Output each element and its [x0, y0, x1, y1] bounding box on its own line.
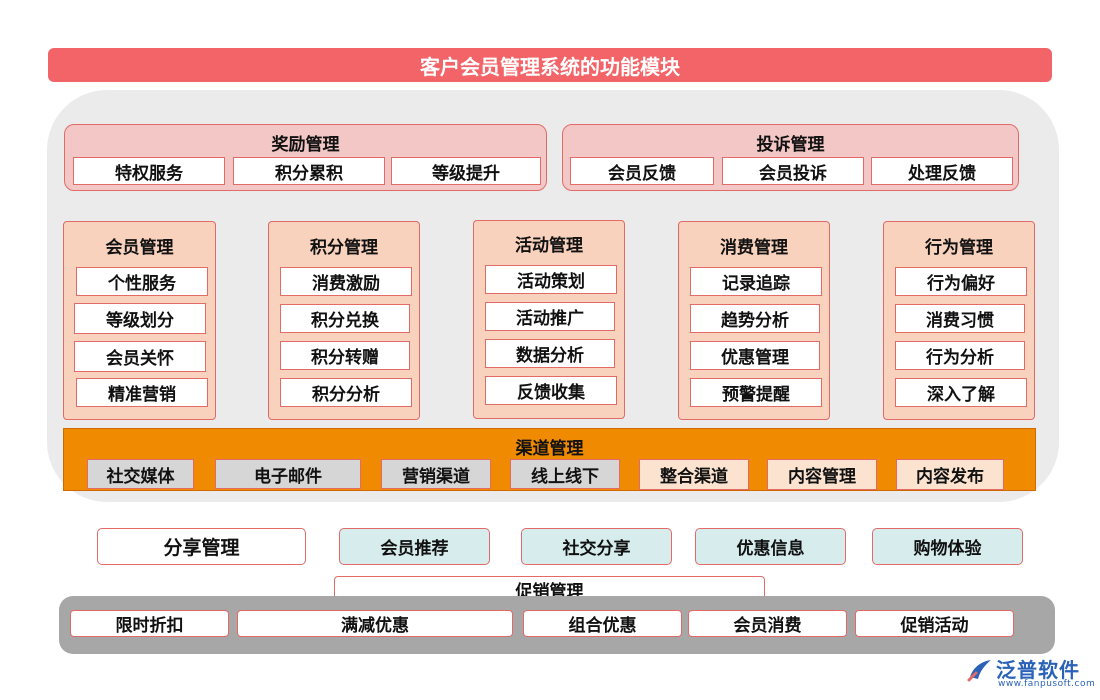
promotion-item: 组合优惠	[523, 610, 682, 637]
activity-module-item: 活动推广	[485, 302, 615, 331]
channel-title: 渠道管理	[515, 439, 584, 459]
page-title: 客户会员管理系统的功能模块	[48, 48, 1052, 82]
member-module-item: 精准营销	[76, 378, 208, 407]
points-module-item: 积分兑换	[280, 304, 410, 333]
activity-module-title: 活动管理	[515, 236, 583, 256]
behavior-module-item: 行为分析	[895, 341, 1025, 370]
points-module-item: 消费激励	[280, 267, 412, 296]
channel-item: 社交媒体	[87, 459, 194, 489]
activity-module-item: 数据分析	[485, 339, 615, 368]
channel-item: 内容发布	[896, 459, 1004, 490]
share-title: 分享管理	[97, 528, 306, 565]
brand-logo: 泛普软件 www.fanpusoft.com	[966, 653, 1096, 693]
reward-title: 奖励管理	[271, 135, 340, 155]
channel-item: 内容管理	[767, 459, 877, 490]
promotion-item: 会员消费	[688, 610, 847, 637]
share-item: 购物体验	[872, 528, 1023, 565]
consumption-module-item: 记录追踪	[690, 267, 822, 296]
channel-item: 电子邮件	[215, 459, 361, 489]
points-module-item: 积分转赠	[280, 341, 410, 370]
share-item: 会员推荐	[339, 528, 490, 565]
consumption-module-item: 预警提醒	[690, 378, 822, 407]
consumption-module-title: 消费管理	[720, 238, 788, 258]
behavior-module-item: 深入了解	[895, 378, 1027, 407]
channel-item: 营销渠道	[381, 459, 491, 489]
complaint-item: 会员反馈	[570, 157, 714, 185]
activity-module-item: 活动策划	[485, 265, 617, 294]
complaint-item: 处理反馈	[871, 157, 1013, 185]
consumption-module-item: 优惠管理	[690, 341, 820, 370]
behavior-module-item: 消费习惯	[895, 304, 1025, 333]
channel-item: 整合渠道	[639, 459, 749, 490]
behavior-module-title: 行为管理	[925, 238, 993, 258]
promotion-item: 促销活动	[855, 610, 1014, 637]
reward-item: 积分累积	[233, 157, 385, 185]
consumption-module-item: 趋势分析	[690, 304, 820, 333]
member-module-item: 会员关怀	[74, 341, 206, 372]
logo-url: www.fanpusoft.com	[998, 679, 1096, 689]
logo-icon	[967, 660, 991, 682]
promotion-item: 满减优惠	[237, 610, 513, 637]
reward-item: 特权服务	[73, 157, 225, 185]
share-item: 优惠信息	[695, 528, 846, 565]
behavior-module-item: 行为偏好	[895, 267, 1027, 296]
promotion-item: 限时折扣	[70, 610, 229, 637]
member-module-item: 等级划分	[74, 303, 206, 334]
member-module-title: 会员管理	[105, 238, 174, 258]
points-module-title: 积分管理	[310, 238, 378, 258]
logo-text: 泛普软件	[996, 658, 1080, 682]
points-module-item: 积分分析	[280, 378, 412, 407]
member-module-item: 个性服务	[76, 267, 208, 296]
reward-item: 等级提升	[391, 157, 541, 185]
share-item: 社交分享	[521, 528, 672, 565]
complaint-item: 会员投诉	[722, 157, 864, 185]
activity-module-item: 反馈收集	[485, 376, 617, 405]
channel-item: 线上线下	[510, 459, 620, 489]
complaint-title: 投诉管理	[756, 135, 825, 155]
